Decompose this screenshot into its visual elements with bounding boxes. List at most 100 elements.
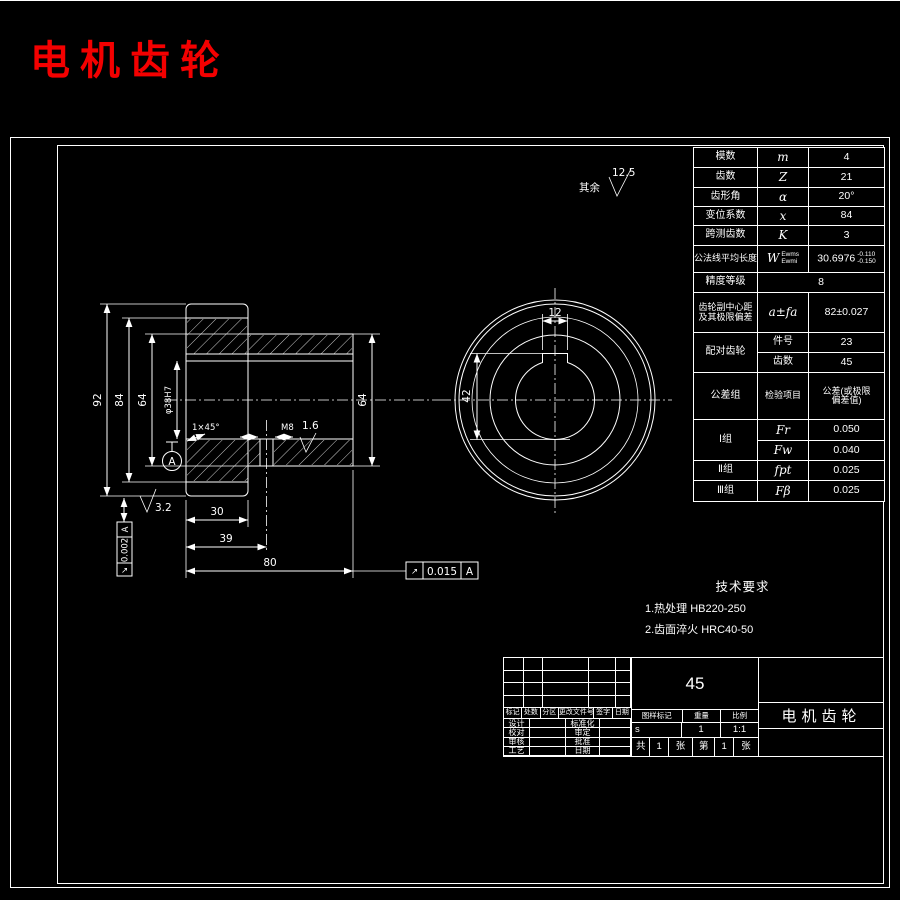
general-roughness-prefix: 其余 [579, 181, 600, 194]
title-block-revision-area: 标记 处数 分区 更改文件号 签字 日期 设计 标准化 校对 审定 审核 批准 … [504, 658, 631, 756]
sheet-cell: 张 [669, 738, 694, 756]
table-row: Ⅰ组 Fr 0.050 [693, 419, 885, 461]
tolerance-value-header: 公差(或极限偏差值) [808, 372, 885, 420]
drawing-number-box [759, 658, 884, 703]
table-row: 模数 m 4 [693, 147, 885, 168]
table-row: 公差组 检验项目 公差(或极限偏差值) [693, 372, 885, 420]
table-row: 配对齿轮 件号 23 [693, 332, 885, 373]
svg-text:A: A [168, 456, 176, 468]
sheet-cell: 共 [632, 738, 651, 756]
stamp-header: 重量 [683, 710, 722, 722]
revision-col: 签字 [594, 708, 613, 718]
role-label: 批准 [566, 737, 600, 747]
param-symbol: K [757, 225, 809, 246]
signature-grid: 设计 标准化 校对 审定 审核 批准 工艺 日期 [504, 719, 631, 756]
role-label: 设计 [504, 719, 530, 729]
thread-note: M8 [281, 423, 294, 433]
param-label: 跨测齿数 [693, 225, 758, 246]
technical-requirements: 技术要求 1.热处理 HB220-250 2.齿面淬火 HRC40-50 [645, 576, 840, 637]
param-symbol: x [757, 206, 809, 226]
stamp-value: s [632, 723, 682, 737]
param-symbol: Z [757, 167, 809, 188]
sheet-outer-frame [10, 137, 890, 888]
table-row: Ⅲ组 Fβ 0.025 [693, 480, 885, 502]
runout-bottom-value: 0.015 [427, 566, 457, 578]
tolerance-value: 0.050 [808, 419, 885, 441]
role-label: 校对 [504, 728, 530, 738]
revision-col: 处数 [522, 708, 541, 718]
param-label: 配对齿轮 [693, 332, 758, 373]
thread-roughness-value: 1.6 [302, 420, 319, 432]
runout-symbol-icon: ↗ [121, 566, 128, 576]
hatch-area [187, 440, 248, 481]
param-label: 公法线平均长度 [693, 245, 758, 273]
param-value: 45 [808, 352, 885, 373]
role-label: 日期 [566, 746, 600, 756]
param-symbol: α [757, 187, 809, 207]
general-roughness-value: 12.5 [612, 167, 635, 179]
general-roughness-note: 其余 12.5 [579, 167, 635, 197]
table-row: Fw 0.040 [694, 440, 885, 461]
param-label: 齿轮副中心距及其极限偏差 [693, 292, 758, 333]
param-value: 23 [808, 332, 885, 353]
stamp-value: 1:1 [732, 724, 747, 735]
param-value: 3 [808, 225, 885, 246]
hatch-area [187, 319, 247, 354]
param-symbol: m [757, 147, 809, 168]
title-block: 标记 处数 分区 更改文件号 签字 日期 设计 标准化 校对 审定 审核 批准 … [503, 657, 884, 757]
param-value: 4 [808, 147, 885, 168]
stamp-header-row: 图样标记 重量 比例 [632, 710, 758, 723]
table-row: Ⅱ组 fpt 0.025 [693, 460, 885, 481]
role-label: 审定 [566, 728, 600, 738]
runout-left-datum: A [121, 526, 131, 532]
param-sublabel: 齿数 [757, 352, 809, 373]
sheet-count-row: 共 1 张 第 1 张 [632, 738, 758, 756]
table-row: 齿数 Z 21 [693, 167, 885, 188]
page-title: 电机齿轮 [30, 37, 230, 84]
tolerance-symbol: Fr [757, 419, 809, 441]
tech-req-line: 1.热处理 HB220-250 [645, 603, 746, 615]
runout-left-value: 0.002 [121, 538, 131, 562]
tolerance-group: Ⅰ组 [693, 419, 758, 461]
dim-keyway-depth: 42 [461, 389, 473, 402]
param-value: 8 [757, 272, 885, 293]
material-spec: 45 [632, 658, 758, 710]
sheet-inner-frame [57, 145, 884, 884]
runout-frame-left: A 0.002 ↗ [116, 498, 133, 577]
tolerance-symbol: fpt [757, 460, 809, 481]
title-block-center: 45 图样标记 重量 比例 s 1 1:1 共 1 张 第 1 张 [631, 658, 758, 756]
roughness-symbol-icon [139, 488, 157, 514]
tolerance-group: Ⅱ组 [693, 460, 758, 481]
tolerance-group: Ⅲ组 [693, 480, 758, 502]
section-view: 92 84 64 φ38H7 64 30 39 80 1×45° M8 1.6 … [92, 303, 479, 580]
tolerance-value: 0.025 [808, 480, 885, 502]
param-label: 模数 [693, 147, 758, 168]
table-row: 变位系数 x 84 [693, 206, 885, 226]
hatch-area [249, 335, 352, 354]
role-label: 审核 [504, 737, 530, 747]
sheet-cell: 1 [650, 738, 669, 756]
tech-req-line: 2.齿面淬火 HRC40-50 [645, 624, 754, 636]
sheet-cell: 1 [715, 738, 734, 756]
runout-frame-bottom: ↗ 0.015 A [353, 561, 479, 580]
param-label: 齿形角 [693, 187, 758, 207]
runout-bottom-datum: A [466, 566, 474, 578]
drawing-scale-box [759, 729, 884, 756]
tech-req-title: 技术要求 [715, 580, 770, 594]
title-block-name-area: 电机齿轮 [758, 658, 884, 756]
revision-col: 更改文件号 [558, 708, 595, 718]
end-view: 12 42 [440, 288, 672, 516]
dim-total-length: 80 [263, 557, 276, 569]
dim-hole-position: 39 [219, 533, 232, 545]
chamfer-note: 1×45° [192, 423, 220, 433]
runout-symbol-icon: ↗ [411, 567, 418, 577]
param-sublabel: 件号 [757, 332, 809, 353]
dim-keyway-width: 12 [548, 307, 561, 319]
stamp-header: 图样标记 [632, 710, 683, 722]
face-roughness-value: 3.2 [155, 502, 172, 514]
param-value: 21 [808, 167, 885, 188]
revision-header-row: 标记 处数 分区 更改文件号 签字 日期 [504, 708, 631, 719]
tolerance-group-header: 公差组 [693, 372, 758, 420]
